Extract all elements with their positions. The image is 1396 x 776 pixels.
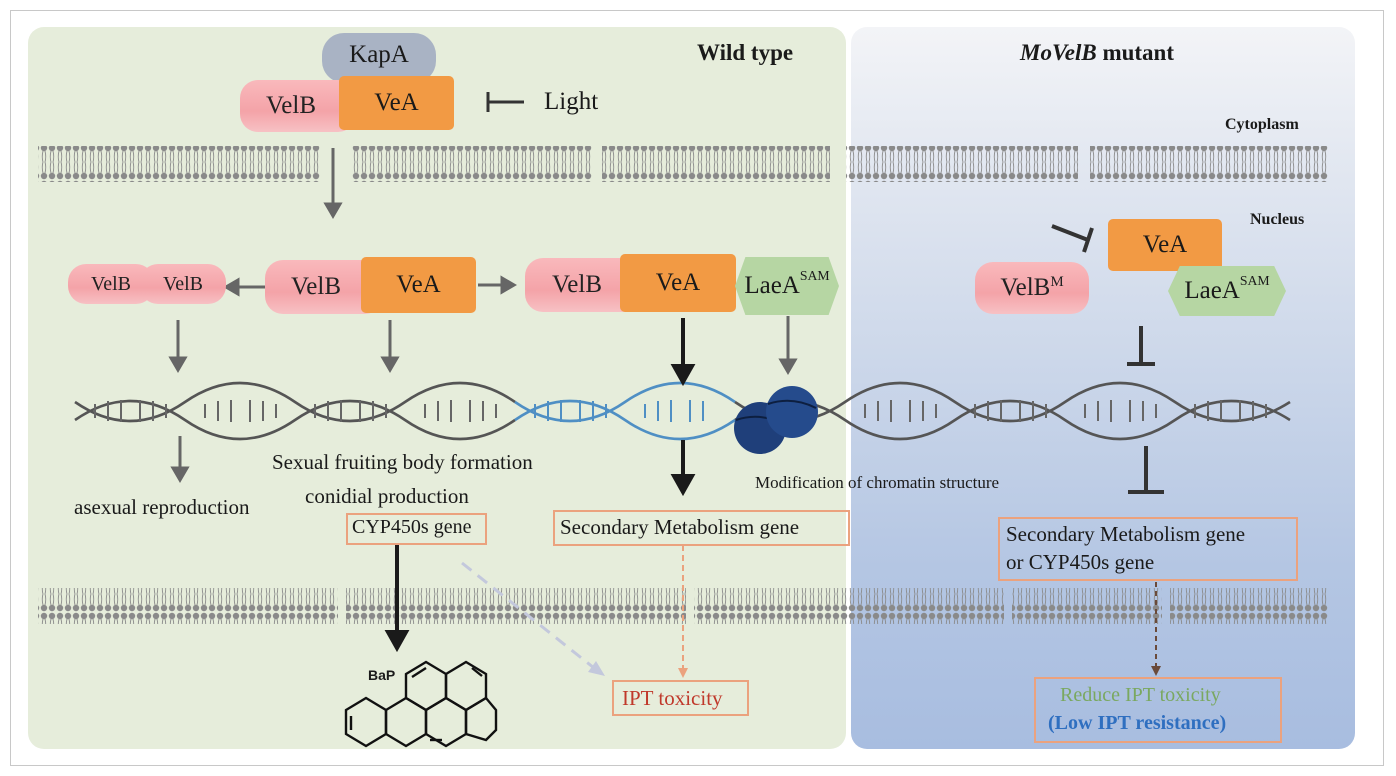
sexual-fruiting-label: Sexual fruiting body formation — [272, 450, 533, 474]
light-inhibition-icon — [486, 92, 524, 112]
secondary-metabolism-box — [553, 510, 850, 546]
bap-molecule-icon — [344, 660, 498, 748]
conidial-production-label: conidial production — [305, 484, 469, 508]
vea-protein-top: VeA — [339, 76, 454, 130]
reduce-toxicity-box — [1034, 677, 1282, 743]
vea-protein-mutant: VeA — [1108, 219, 1222, 271]
vea-protein-right: VeA — [620, 254, 736, 312]
ipt-toxicity-label: IPT toxicity — [622, 686, 723, 710]
bap-label: BaP — [368, 667, 396, 683]
chromatin-modification-label: Modification of chromatin structure — [755, 473, 1000, 492]
laea-mutant-sup: SAM — [1239, 273, 1270, 288]
reduce-toxicity-label: Reduce IPT toxicity — [1060, 684, 1221, 706]
kapa-protein: KapA — [322, 33, 436, 83]
laea-label: LaeA — [744, 272, 800, 299]
mutant-gene-line1: Secondary Metabolism gene — [1006, 522, 1246, 546]
dna-helix — [74, 381, 1291, 441]
mutant-inhibitions — [1051, 224, 1164, 494]
ipt-toxicity-box — [612, 680, 749, 716]
wild-type-title: Wild type — [697, 40, 794, 65]
laea-mutant-label: LaeA — [1184, 277, 1240, 304]
vea-protein-mid: VeA — [361, 257, 476, 313]
cyp450-gene-label: CYP450s gene — [352, 516, 472, 538]
cyp450-gene-box — [346, 513, 487, 545]
lower-membrane — [38, 588, 1328, 624]
cytoplasm-label: Cytoplasm — [1225, 116, 1299, 133]
velbm-sup: M — [1050, 273, 1064, 290]
laea-sam-sup: SAM — [799, 268, 830, 283]
velb-dimer-right: VelB — [140, 264, 226, 304]
low-resistance-label: (Low IPT resistance) — [1048, 712, 1227, 734]
mutant-title: MoVelB mutant — [1020, 40, 1174, 66]
upper-membrane — [38, 146, 1328, 182]
velbm-label: VelB — [1000, 274, 1051, 301]
mutant-title-italic: MoVelB — [1020, 40, 1097, 65]
mutant-title-rest: mutant — [1096, 40, 1174, 65]
black-arrows — [384, 318, 696, 653]
dashed-arrows — [461, 545, 1161, 678]
mutant-gene-box — [998, 517, 1298, 581]
light-label: Light — [544, 88, 599, 115]
velb-protein-top: VelB — [240, 80, 356, 132]
mutant-gene-line2: or CYP450s gene — [1006, 550, 1155, 574]
secondary-metabolism-label: Secondary Metabolism gene — [560, 515, 800, 539]
nucleus-label: Nucleus — [1250, 211, 1305, 228]
gray-arrows — [168, 148, 798, 483]
velb-dimer-left: VelB — [68, 264, 154, 304]
asexual-reproduction-label: asexual reproduction — [74, 495, 250, 519]
nucleosome-icon — [734, 386, 818, 454]
